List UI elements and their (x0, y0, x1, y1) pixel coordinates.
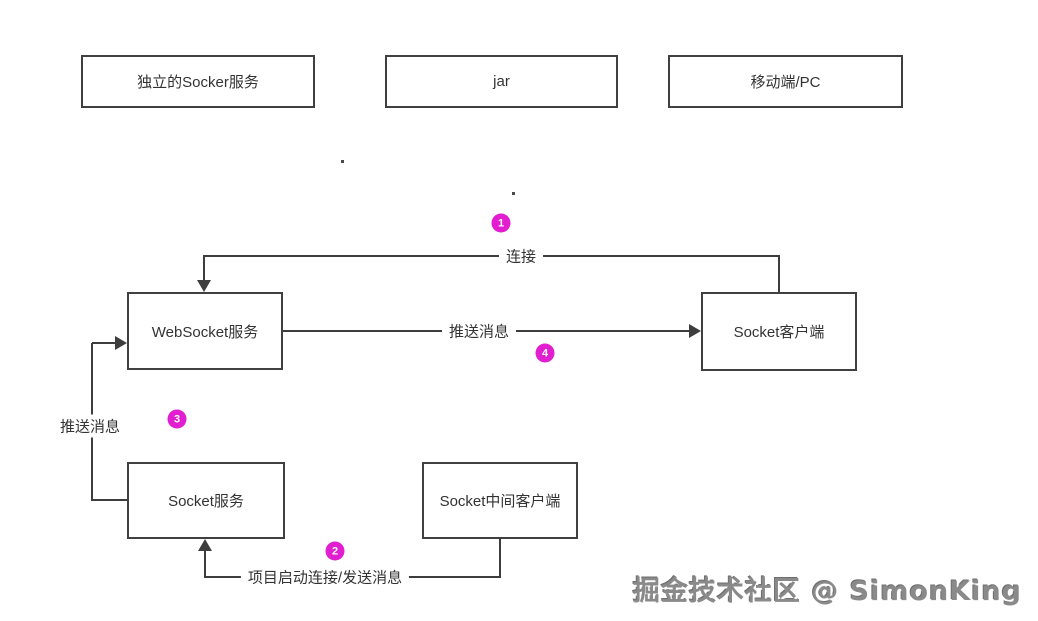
stray-dot-2 (512, 192, 515, 195)
edge-project-start-arrowhead (198, 539, 212, 551)
node-socket-client: Socket客户端 (701, 292, 857, 371)
node-jar: jar (385, 55, 618, 108)
step-badge-1: 1 (491, 213, 511, 233)
step-badge-2: 2 (325, 541, 345, 561)
edge-label-push-left: 推送消息 (52, 414, 128, 438)
step-badge-3: 3 (167, 409, 187, 429)
edge-push-left-hline-top (92, 342, 116, 344)
edge-push-left-arrowhead (115, 336, 127, 350)
stray-dot-1 (341, 160, 344, 163)
edge-label-project-start: 项目启动连接/发送消息 (240, 565, 410, 589)
node-standalone-socket-service: 独立的Socker服务 (81, 55, 315, 108)
node-mobile-pc: 移动端/PC (668, 55, 903, 108)
edge-project-start-vline-right (499, 539, 501, 578)
node-socket-middle-client: Socket中间客户端 (422, 462, 578, 539)
node-websocket-server: WebSocket服务 (127, 292, 283, 370)
edge-label-connect: 连接 (498, 244, 544, 268)
edge-connect-vline-left (203, 255, 205, 282)
edge-connect-arrowhead (197, 280, 211, 292)
node-socket-server: Socket服务 (127, 462, 285, 539)
edge-push-main-arrowhead (689, 324, 701, 338)
step-badge-4: 4 (535, 343, 555, 363)
edge-project-start-vline-left (204, 550, 206, 577)
edge-push-left-hline-bottom (92, 499, 127, 501)
edge-connect-hline (203, 255, 780, 257)
edge-label-push-main: 推送消息 (441, 319, 517, 343)
edge-connect-vline-right (778, 255, 780, 292)
watermark: 掘金技术社区 @ SimonKing (632, 576, 1022, 607)
